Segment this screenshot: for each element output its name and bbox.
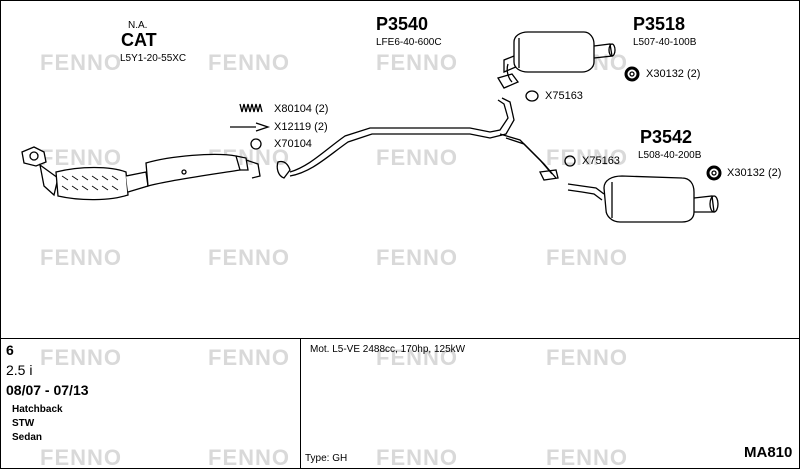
gasket-x75163-top[interactable] bbox=[525, 90, 539, 102]
body-type-sedan: Sedan bbox=[12, 432, 43, 443]
panel-divider bbox=[300, 338, 301, 469]
year-range: 08/07 - 07/13 bbox=[6, 382, 89, 398]
exhaust-diagram bbox=[21, 31, 722, 223]
front-connector[interactable] bbox=[245, 159, 291, 179]
engine-info: Mot. L5-VE 2488cc, 170hp, 125kW bbox=[310, 344, 466, 355]
p3542-name: P3542 bbox=[640, 127, 693, 147]
model-number: 6 bbox=[6, 342, 14, 358]
fenno-watermark: FENNO bbox=[546, 245, 628, 270]
fenno-watermark: FENNO bbox=[40, 145, 122, 170]
spring-x80104[interactable] bbox=[239, 103, 263, 113]
label-x12119: X12119 (2) bbox=[274, 121, 328, 133]
label-x30132-top: X30132 (2) bbox=[646, 68, 701, 80]
fenno-watermark: FENNO bbox=[40, 445, 122, 470]
rear-muffler-p3542[interactable] bbox=[567, 175, 719, 223]
label-x70104: X70104 bbox=[274, 138, 312, 150]
body-type-hatchback: Hatchback bbox=[12, 404, 63, 415]
fenno-watermark: FENNO bbox=[208, 50, 290, 75]
cat-name: CAT bbox=[121, 30, 157, 50]
catalytic-converter[interactable] bbox=[21, 146, 249, 201]
cat-prefix: N.A. bbox=[128, 20, 148, 31]
fenno-watermark: FENNO bbox=[376, 245, 458, 270]
label-x75163-top: X75163 bbox=[545, 90, 583, 102]
fenno-watermark: FENNO bbox=[546, 345, 628, 370]
engine-size: 2.5 i bbox=[6, 362, 33, 378]
diagram-code: MA810 bbox=[744, 444, 793, 461]
label-x30132-mid: X30132 (2) bbox=[727, 167, 782, 179]
fenno-watermark: FENNO bbox=[208, 245, 290, 270]
gasket-x75163-mid[interactable] bbox=[564, 155, 576, 167]
rear-muffler-p3518[interactable] bbox=[497, 31, 616, 89]
fenno-watermark: FENNO bbox=[40, 345, 122, 370]
p3518-name: P3518 bbox=[633, 14, 686, 34]
middle-pipe[interactable] bbox=[289, 97, 559, 181]
clamp-x12119[interactable] bbox=[230, 122, 271, 132]
p3540-code: LFE6-40-600C bbox=[376, 37, 442, 48]
type-label: Type: GH bbox=[305, 453, 348, 464]
p3540-name: P3540 bbox=[376, 14, 429, 34]
fenno-watermark: FENNO bbox=[40, 245, 122, 270]
fenno-watermark: FENNO bbox=[376, 50, 458, 75]
fenno-watermark: FENNO bbox=[208, 445, 290, 470]
p3518-code: L507-40-100B bbox=[633, 37, 697, 48]
gasket-x70104[interactable] bbox=[250, 138, 262, 150]
fenno-watermark: FENNO bbox=[40, 50, 122, 75]
fenno-watermark: FENNO bbox=[546, 445, 628, 470]
fenno-watermark: FENNO bbox=[376, 145, 458, 170]
cat-code: L5Y1-20-55XC bbox=[120, 53, 187, 64]
label-x75163-mid: X75163 bbox=[582, 155, 620, 167]
fenno-watermark: FENNO bbox=[208, 345, 290, 370]
fenno-watermark: FENNO bbox=[376, 345, 458, 370]
hanger-x30132-top[interactable] bbox=[624, 66, 640, 82]
hanger-x30132-mid[interactable] bbox=[706, 165, 722, 181]
fenno-watermark: FENNO bbox=[376, 445, 458, 470]
info-panel bbox=[0, 338, 800, 470]
label-x80104: X80104 (2) bbox=[274, 103, 329, 115]
body-type-stw: STW bbox=[12, 418, 35, 429]
p3542-code: L508-40-200B bbox=[638, 150, 702, 161]
fenno-watermark: FENNO bbox=[546, 145, 628, 170]
